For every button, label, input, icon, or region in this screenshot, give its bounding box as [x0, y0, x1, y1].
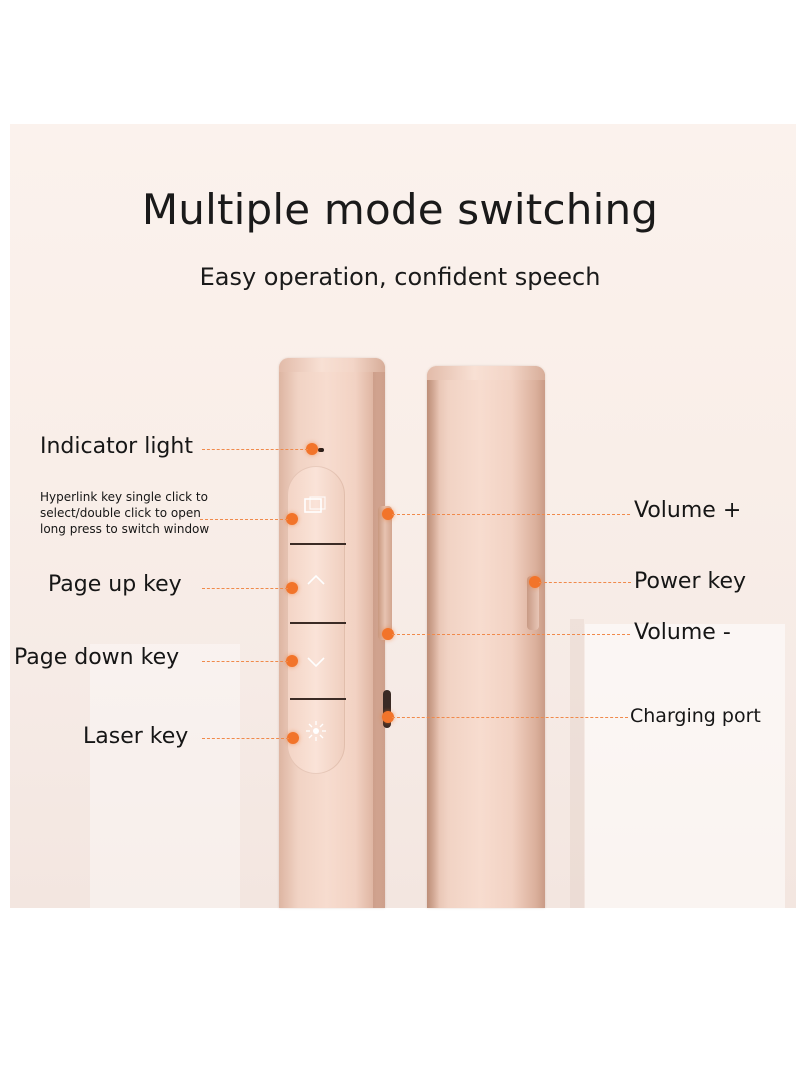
background-panel [10, 124, 796, 908]
page-down-key-label: Page down key [14, 645, 180, 670]
leader-line [392, 717, 628, 718]
volume-plus-label: Volume + [634, 498, 742, 523]
device-cap [427, 366, 545, 380]
charging-port-label: Charging port [630, 705, 761, 727]
page-up-key-label: Page up key [48, 572, 182, 597]
indicator-light-dot [306, 443, 318, 455]
hyperlink-key-label: Hyperlink key single click to select/dou… [40, 490, 210, 536]
device-edge [427, 380, 439, 908]
leader-line [202, 588, 288, 589]
presenter-side [427, 366, 545, 908]
hyperlink-window-icon [304, 496, 326, 513]
charging-port-slot [383, 690, 391, 728]
laser-key-dot [287, 732, 299, 744]
laser-burst-icon [306, 721, 326, 741]
divider [290, 543, 346, 545]
hyperlink-key-dot [286, 513, 298, 525]
power-switch [527, 576, 539, 630]
leader-line [392, 514, 630, 515]
room-door [90, 644, 240, 908]
volume-plus-dot [382, 508, 394, 520]
indicator-light-label: Indicator light [40, 434, 193, 459]
room-window [585, 624, 785, 908]
leader-line [202, 738, 289, 739]
page-subtitle: Easy operation, confident speech [199, 263, 601, 291]
chevron-up-icon [307, 574, 325, 585]
leader-line [200, 519, 288, 520]
leader-line [392, 634, 630, 635]
power-key-dot [529, 576, 541, 588]
leader-line [202, 449, 308, 450]
page-down-key-dot [286, 655, 298, 667]
chevron-down-icon [307, 657, 325, 668]
leader-line [202, 661, 288, 662]
room-wall-shadow [570, 619, 584, 908]
divider [290, 622, 346, 624]
power-key-label: Power key [634, 569, 747, 594]
page-up-key-dot [286, 582, 298, 594]
volume-rocker [378, 506, 392, 640]
device-edge [373, 372, 385, 908]
leader-line [539, 582, 631, 583]
charging-port-dot [382, 711, 394, 723]
volume-minus-dot [382, 628, 394, 640]
laser-key-label: Laser key [83, 724, 189, 749]
volume-minus-label: Volume - [634, 620, 731, 645]
page-title: Multiple mode switching [141, 185, 659, 234]
divider [290, 698, 346, 700]
device-cap [279, 358, 385, 372]
indicator-led [318, 448, 324, 452]
